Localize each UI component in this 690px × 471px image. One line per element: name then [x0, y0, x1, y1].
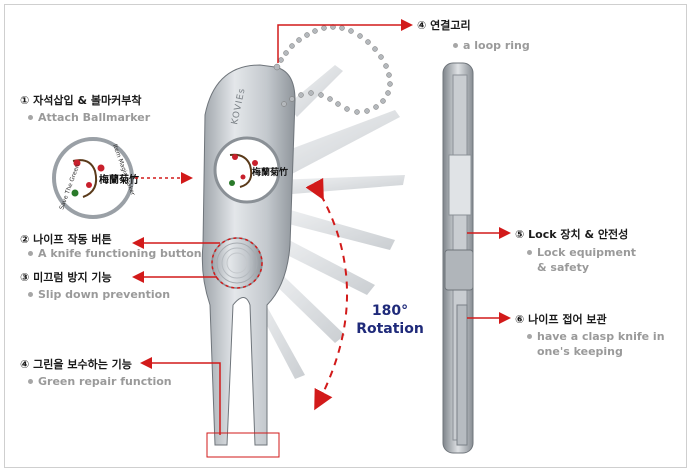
rotation-word: Rotation [356, 321, 424, 337]
rotation-arc [305, 177, 348, 411]
green-repair-label-ko: ④ 그린을 보수하는 기능 [20, 358, 132, 371]
lock-label-en-2: & safety [537, 261, 590, 274]
svg-text:梅蘭菊竹: 梅蘭菊竹 [99, 173, 139, 186]
knife-button-label-ko: ② 나이프 작동 버튼 [20, 233, 112, 246]
prong-tip-highlight [206, 432, 280, 458]
green-repair-label-en: Green repair function [28, 375, 172, 388]
ball-chain [273, 24, 393, 115]
ballmarker-on-tool: 梅蘭菊竹 [213, 136, 288, 204]
green-repair-connector [140, 357, 221, 435]
ballmarker-loose: 梅蘭菊竹 Save The Green Item Magic maker [52, 137, 139, 219]
rotation-label: 180° Rotation [345, 302, 435, 338]
fold-label-en-2: one's keeping [537, 345, 623, 358]
slip-label-en: Slip down prevention [28, 288, 170, 301]
loop-ring-connector [277, 19, 413, 63]
product-illustration: KOVIEs 梅蘭菊竹 梅蘭菊竹 Save The Green Item Mag… [52, 19, 511, 458]
side-view [442, 62, 474, 454]
fold-label-en-1: have a clasp knife in [527, 330, 665, 343]
lock-label-en-1: Lock equipment [527, 246, 636, 259]
lock-label-ko: ⑤ Lock 장치 & 안전성 [515, 228, 629, 241]
fold-label-ko: ⑥ 나이프 접어 보관 [515, 313, 607, 326]
knife-button-label-en: A knife functioning button [28, 247, 202, 260]
marker-center-text: 梅蘭菊竹 [252, 166, 288, 178]
ballmarker-label-en: Attach Ballmarker [28, 111, 150, 124]
rotation-degrees: 180° [371, 303, 409, 319]
loop-ring-label-ko: ④ 연결고리 [417, 19, 471, 32]
loop-ring-label-en: a loop ring [453, 39, 530, 52]
diagram-frame: KOVIEs 梅蘭菊竹 梅蘭菊竹 Save The Green Item Mag… [4, 4, 687, 468]
ballmarker-label-ko: ① 자석삽입 & 볼마커부착 [20, 94, 142, 107]
knife-button [211, 237, 263, 289]
slip-label-ko: ③ 미끄럼 방지 기능 [20, 271, 112, 284]
